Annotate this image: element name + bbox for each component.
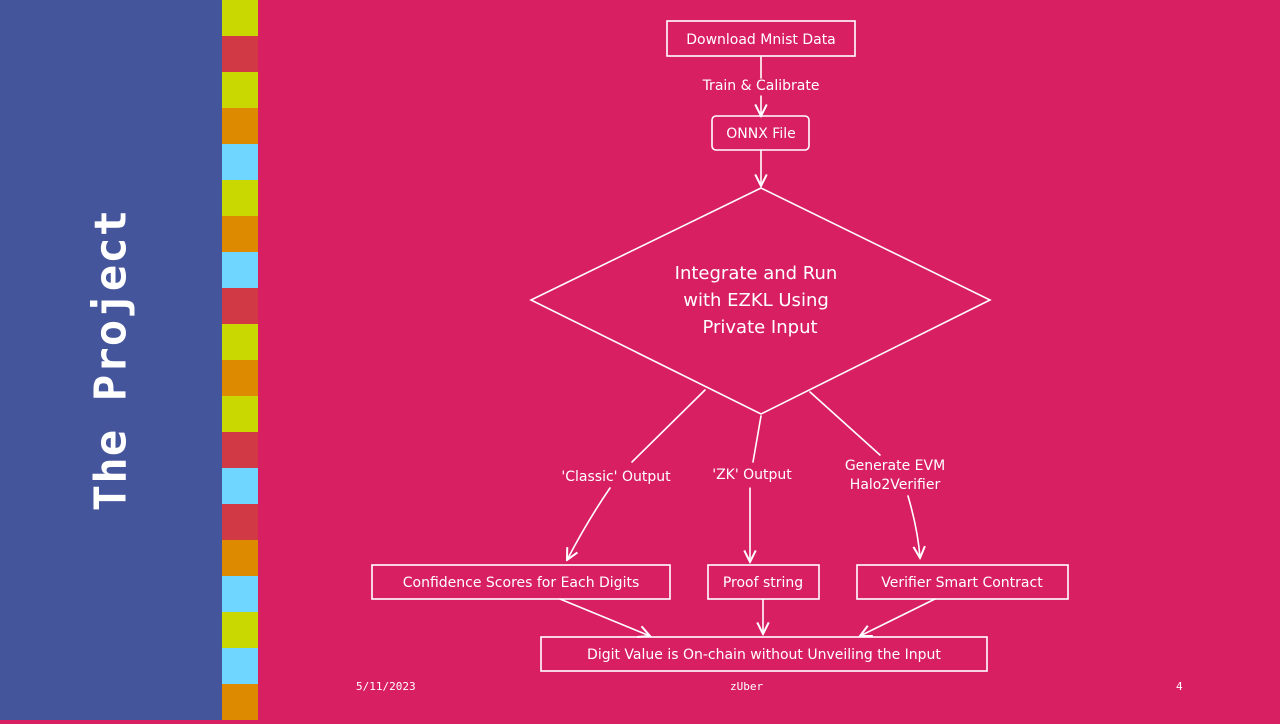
- edge-train-label: Train & Calibrate: [702, 78, 820, 94]
- sidebar-panel: The Project: [0, 0, 222, 720]
- node-integrate-line-3: Private Input: [702, 317, 817, 338]
- node-result-box: [540, 636, 988, 672]
- node-onnx-box: [711, 115, 810, 151]
- edge-zk-label: 'ZK' Output: [712, 467, 792, 483]
- footer-center: zUber: [730, 680, 764, 693]
- color-stripe: [222, 0, 258, 720]
- node-integrate-diamond: [529, 187, 992, 415]
- stripe-segment: [222, 324, 258, 360]
- flowchart: Download Mnist Data Train & Calibrate ON…: [258, 0, 1280, 720]
- stripe-segment: [222, 180, 258, 216]
- stripe-segment: [222, 576, 258, 612]
- node-download-box: [666, 20, 856, 57]
- stripe-segment: [222, 612, 258, 648]
- stripe-segment: [222, 648, 258, 684]
- node-proof-label: Proof string: [723, 575, 803, 591]
- edge-verifier-result: [860, 598, 936, 636]
- node-result-label: Digit Value is On-chain without Unveilin…: [587, 647, 941, 663]
- edge-classic-confidence: [567, 487, 611, 560]
- edge-confidence-result: [559, 598, 650, 636]
- node-verifier-label: Verifier Smart Contract: [881, 575, 1043, 591]
- node-onnx-label: ONNX File: [726, 126, 795, 142]
- node-verifier-box: [856, 564, 1069, 600]
- footer-date: 5/11/2023: [356, 680, 416, 693]
- edge-integrate-zk: [752, 415, 762, 463]
- stripe-segment: [222, 396, 258, 432]
- node-download-label: Download Mnist Data: [686, 32, 836, 48]
- stripe-segment: [222, 36, 258, 72]
- edge-integrate-evm: [809, 391, 881, 456]
- stripe-segment: [222, 288, 258, 324]
- footer-page-number: 4: [1176, 680, 1183, 693]
- stripe-segment: [222, 216, 258, 252]
- stripe-segment: [222, 108, 258, 144]
- node-confidence-label: Confidence Scores for Each Digits: [403, 575, 640, 591]
- stripe-segment: [222, 504, 258, 540]
- node-proof-box: [707, 564, 820, 600]
- stripe-segment: [222, 432, 258, 468]
- stripe-segment: [222, 540, 258, 576]
- edge-evm-verifier: [907, 495, 920, 558]
- stripe-segment: [222, 0, 258, 36]
- flowchart-svg: Download Mnist Data Train & Calibrate ON…: [371, 20, 1069, 672]
- edge-evm-label-2: Halo2Verifier: [850, 477, 941, 493]
- edge-classic-label: 'Classic' Output: [561, 469, 671, 485]
- stripe-segment: [222, 684, 258, 720]
- stripe-segment: [222, 252, 258, 288]
- stripe-segment: [222, 468, 258, 504]
- node-integrate-line-2: with EZKL Using: [683, 290, 829, 311]
- node-integrate-line-1: Integrate and Run: [675, 263, 838, 284]
- stripe-segment: [222, 144, 258, 180]
- node-confidence-box: [371, 564, 671, 600]
- slide-title: The Project: [85, 208, 137, 512]
- stripe-segment: [222, 360, 258, 396]
- edge-evm-label-1: Generate EVM: [845, 458, 945, 474]
- edge-integrate-classic: [631, 389, 706, 463]
- stripe-segment: [222, 72, 258, 108]
